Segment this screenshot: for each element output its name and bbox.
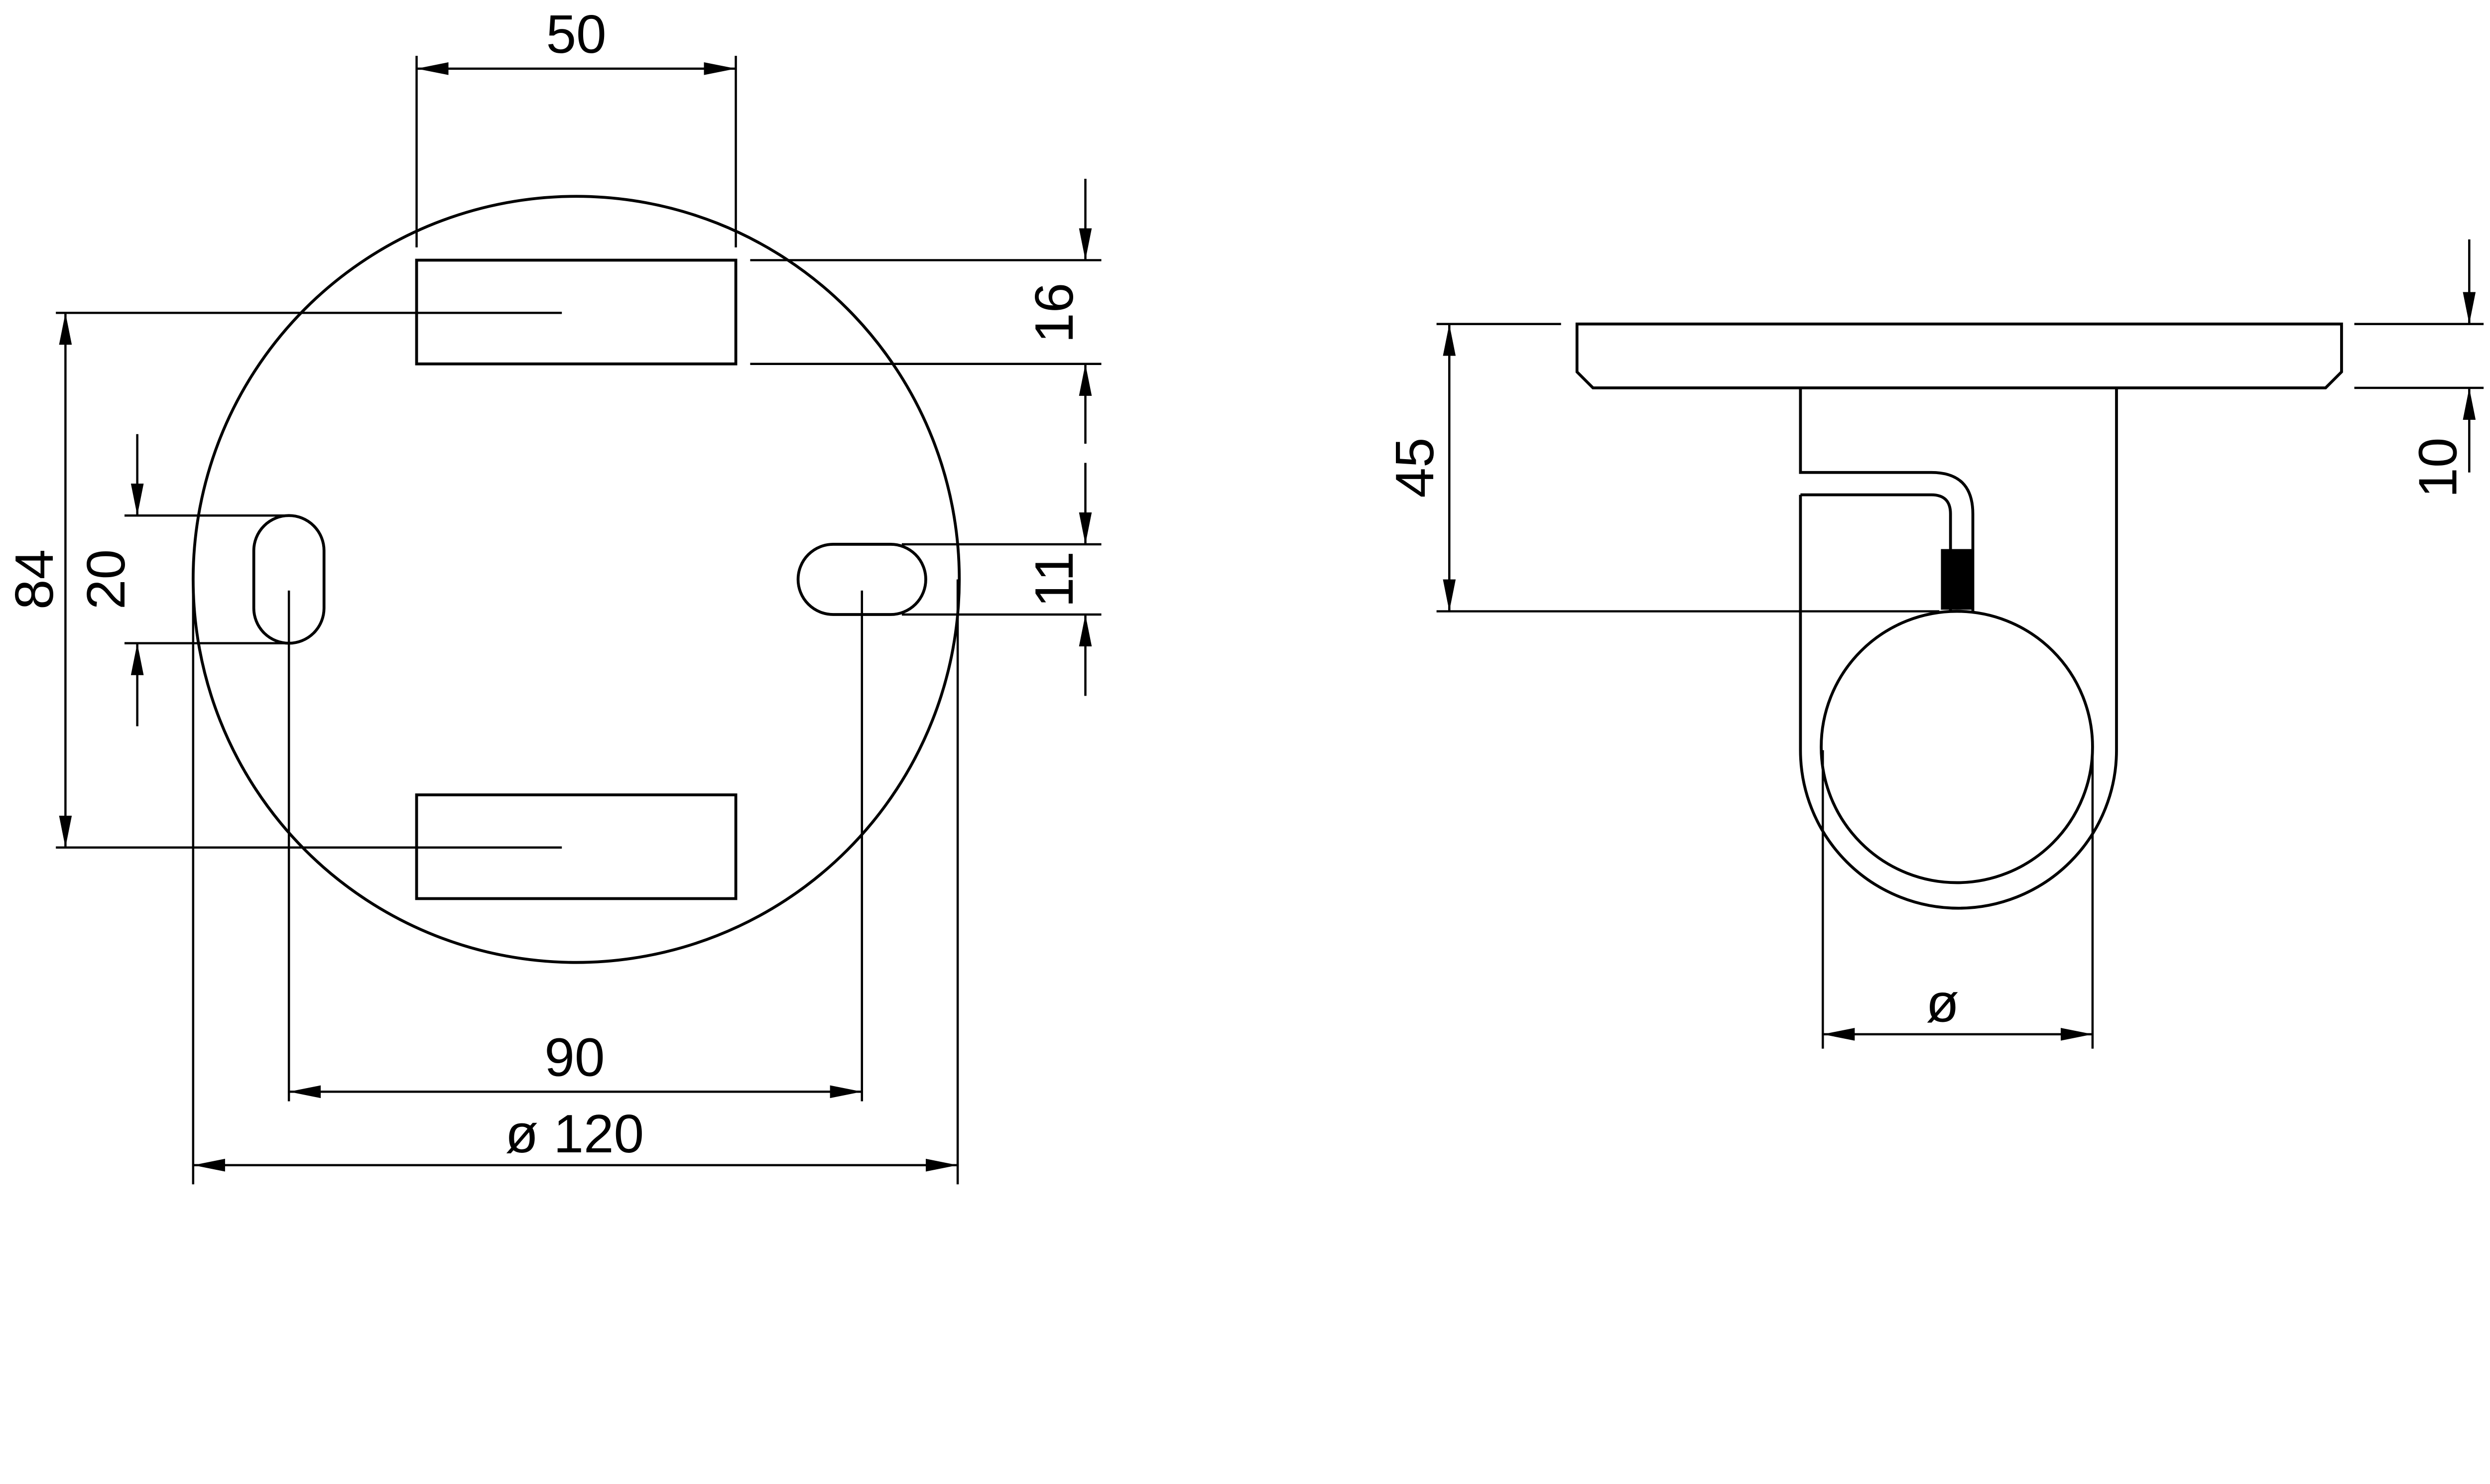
dim-label-diameter-120: ø 120 [505,1104,644,1164]
dim-label-50: 50 [546,4,606,65]
dim-label-90: 90 [544,1027,605,1088]
front-view: 50 16 84 20 11 [4,4,1102,1185]
base-plate-side [1575,322,2343,389]
dim-label-16: 16 [1024,283,1085,343]
dim-label-20: 20 [76,549,136,610]
dim-label-11: 11 [1024,551,1085,608]
threaded-screw [1941,549,1973,610]
dim-10: 10 [2354,239,2484,498]
dim-84: 84 [4,311,562,849]
dim-16: 16 [750,178,1102,444]
dim-11: 11 [901,463,1102,696]
bracket-outer [1799,387,1975,612]
tube-cross-section [1820,610,2094,884]
tube-holder-u [1799,387,2118,910]
dim-45: 45 [1384,323,1940,613]
dim-label-10: 10 [2408,437,2469,497]
dim-tube-diameter: ø [1822,750,2094,1049]
dim-label-45: 45 [1384,437,1445,497]
dim-label-tube-diameter: ø [1926,973,1959,1033]
technical-drawing: 50 16 84 20 11 [4,4,2484,1185]
dim-diameter-120: ø 120 [192,579,959,1185]
dim-20: 20 [76,434,287,727]
bracket-inner [1800,493,1952,612]
dim-label-84: 84 [4,549,65,610]
side-view: 45 10 ø [1384,239,2484,1049]
dim-50: 50 [415,4,737,247]
dim-90: 90 [287,590,864,1102]
